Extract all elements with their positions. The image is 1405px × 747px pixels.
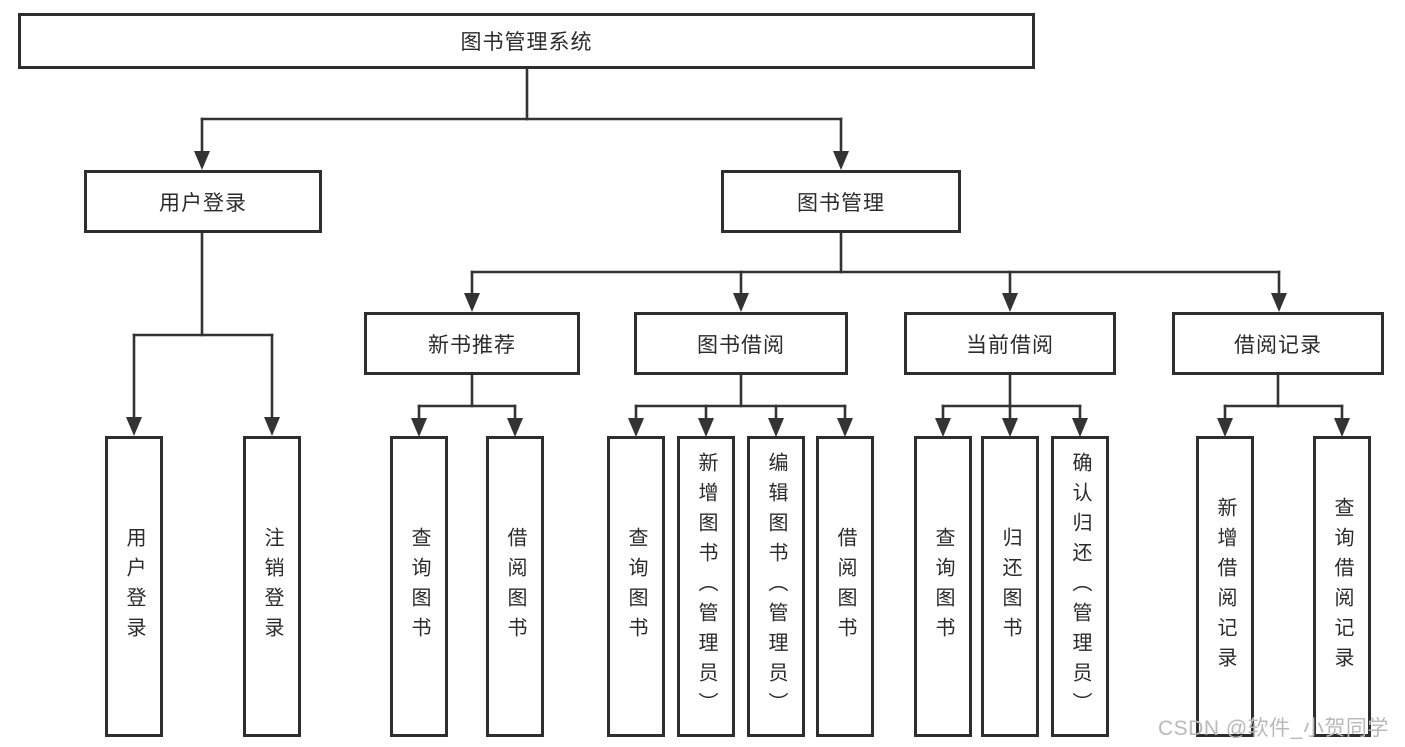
node-book-borrow: 图书借阅 — [634, 312, 848, 375]
node-user-login-action: 用户登录 — [105, 436, 163, 737]
node-return-books: 归还图书 — [981, 436, 1039, 737]
node-edit-book-admin: 编辑图书（管理员） — [747, 436, 805, 737]
node-query-borrow-record: 查询借阅记录 — [1313, 436, 1371, 737]
node-confirm-return-admin: 确认归还（管理员） — [1051, 436, 1109, 737]
node-borrow-books-recommend: 借阅图书 — [486, 436, 544, 737]
node-logout-action: 注销登录 — [243, 436, 301, 737]
node-user-login: 用户登录 — [84, 170, 322, 233]
node-query-books-borrow: 查询图书 — [607, 436, 665, 737]
node-book-management: 图书管理 — [721, 170, 961, 233]
node-current-borrow: 当前借阅 — [904, 312, 1116, 375]
csdn-watermark: CSDN @软件_小贺同学 — [1158, 717, 1389, 740]
node-query-books-current: 查询图书 — [914, 436, 972, 737]
node-borrow-records: 借阅记录 — [1172, 312, 1384, 375]
node-new-book-recommend: 新书推荐 — [364, 312, 580, 375]
node-borrow-books-action: 借阅图书 — [816, 436, 874, 737]
node-add-borrow-record: 新增借阅记录 — [1196, 436, 1254, 737]
node-add-book-admin: 新增图书（管理员） — [677, 436, 735, 737]
node-root: 图书管理系统 — [18, 13, 1035, 69]
node-query-books-recommend: 查询图书 — [390, 436, 448, 737]
